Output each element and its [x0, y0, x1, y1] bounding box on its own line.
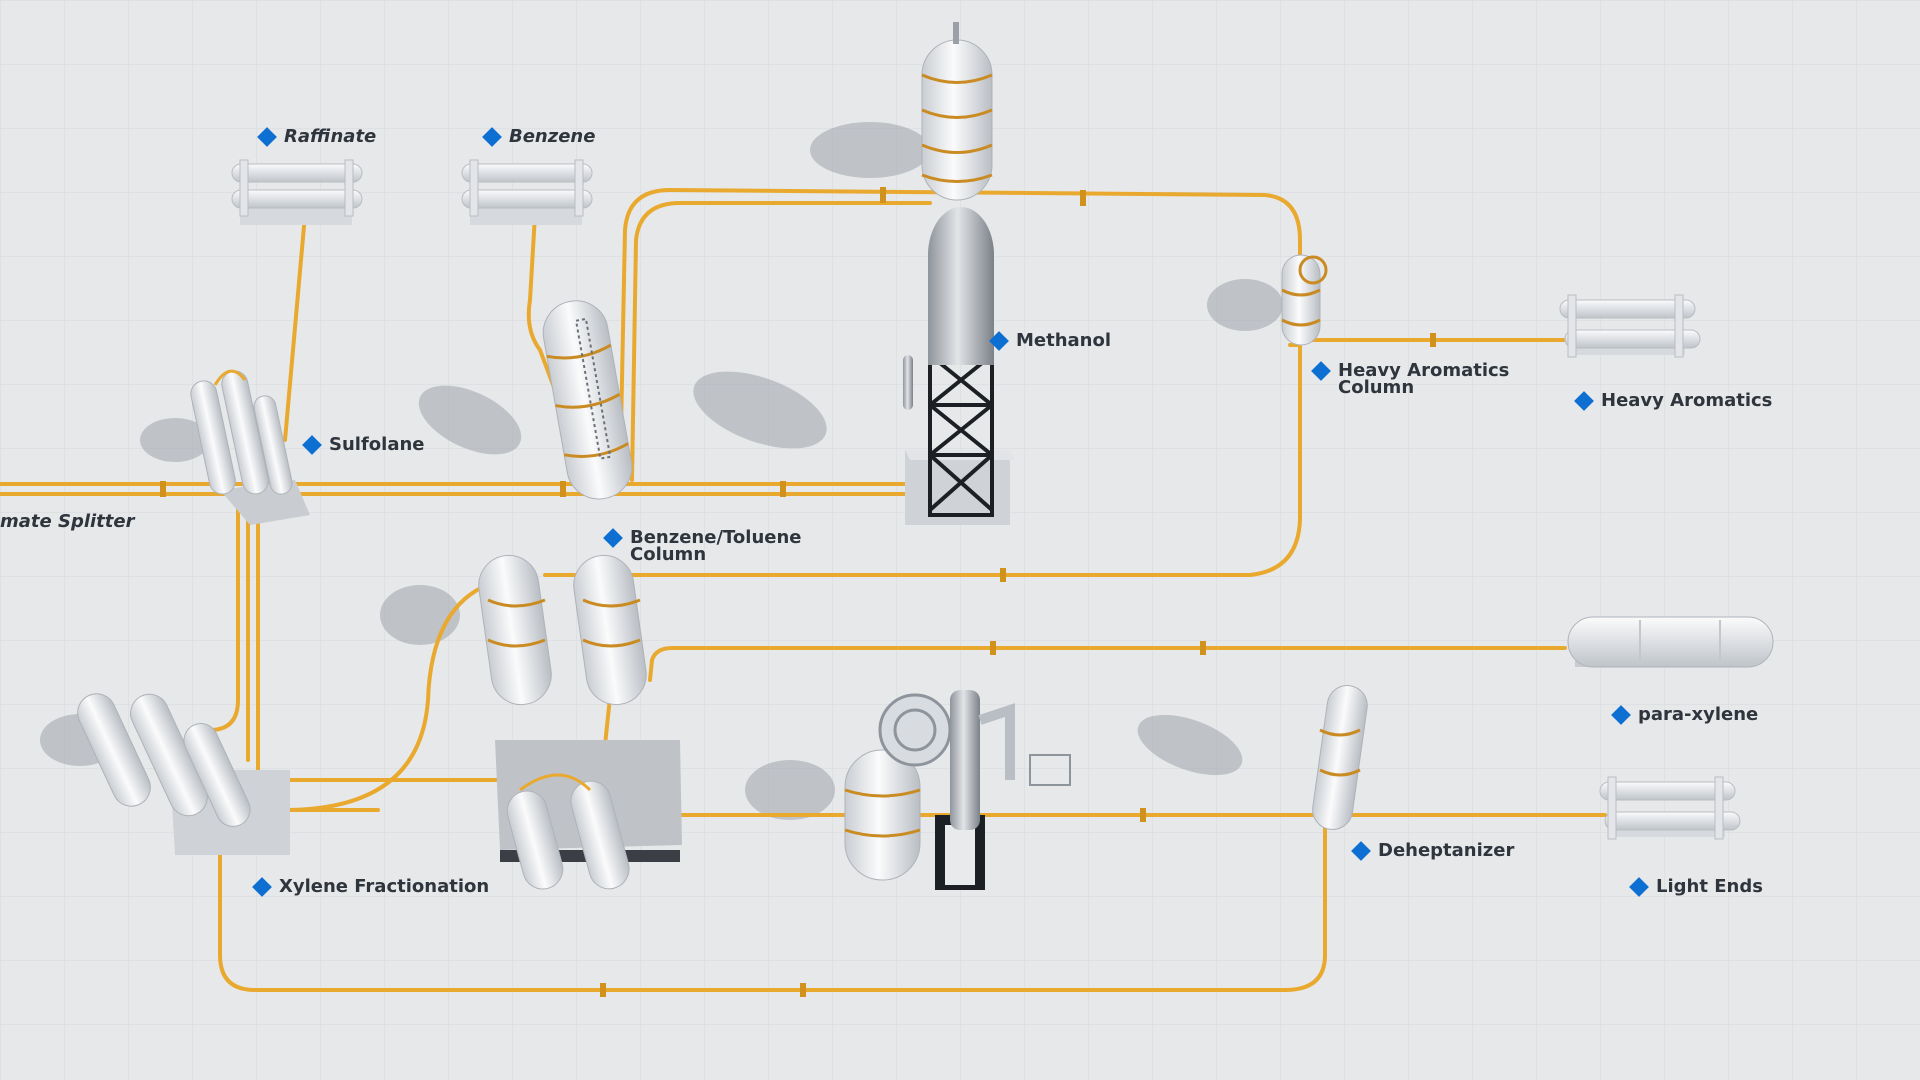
label-benzene-toluene-column-text: Benzene/Toluene Column	[630, 529, 802, 563]
marker-diamond-icon	[1351, 841, 1371, 861]
label-light-ends: Light Ends	[1630, 878, 1763, 895]
label-reformate-splitter: mate Splitter	[0, 513, 134, 530]
heavy-aromatics-column	[1282, 255, 1326, 345]
label-sulfolane: Sulfolane	[303, 436, 424, 453]
raffinate-exchanger	[232, 160, 362, 225]
marker-diamond-icon	[302, 435, 322, 455]
label-heavy-aromatics-column-text: Heavy Aromatics Column	[1338, 362, 1509, 396]
marker-diamond-icon	[1611, 705, 1631, 725]
label-methanol-text: Methanol	[1016, 332, 1111, 349]
label-deheptanizer-text: Deheptanizer	[1378, 842, 1514, 859]
label-xylene-fractionation: Xylene Fractionation	[253, 878, 489, 895]
marker-diamond-icon	[603, 528, 623, 548]
marker-diamond-icon	[252, 877, 272, 897]
marker-diamond-icon	[482, 127, 502, 147]
marker-diamond-icon	[989, 331, 1009, 351]
label-heavy-aromatics-column: Heavy Aromatics Column	[1312, 362, 1509, 396]
label-raffinate: Raffinate	[258, 128, 376, 145]
label-benzene-text: Benzene	[509, 128, 595, 145]
marker-diamond-icon	[257, 127, 277, 147]
label-reformate-splitter-text: mate Splitter	[0, 513, 134, 530]
marker-diamond-icon	[1574, 391, 1594, 411]
label-raffinate-text: Raffinate	[284, 128, 376, 145]
label-benzene-toluene-column: Benzene/Toluene Column	[604, 529, 802, 563]
marker-diamond-icon	[1311, 361, 1331, 381]
label-sulfolane-text: Sulfolane	[329, 436, 424, 453]
label-para-xylene: para-xylene	[1612, 706, 1758, 723]
label-deheptanizer: Deheptanizer	[1352, 842, 1514, 859]
label-light-ends-text: Light Ends	[1656, 878, 1763, 895]
label-methanol: Methanol	[990, 332, 1111, 349]
label-benzene: Benzene	[483, 128, 595, 145]
para-xylene-tank	[1568, 617, 1773, 667]
label-heavy-aromatics: Heavy Aromatics	[1575, 392, 1772, 409]
benzene-exchanger	[462, 160, 592, 225]
label-para-xylene-text: para-xylene	[1638, 706, 1758, 723]
label-xylene-fractionation-text: Xylene Fractionation	[279, 878, 489, 895]
marker-diamond-icon	[1629, 877, 1649, 897]
label-heavy-aromatics-text: Heavy Aromatics	[1601, 392, 1772, 409]
